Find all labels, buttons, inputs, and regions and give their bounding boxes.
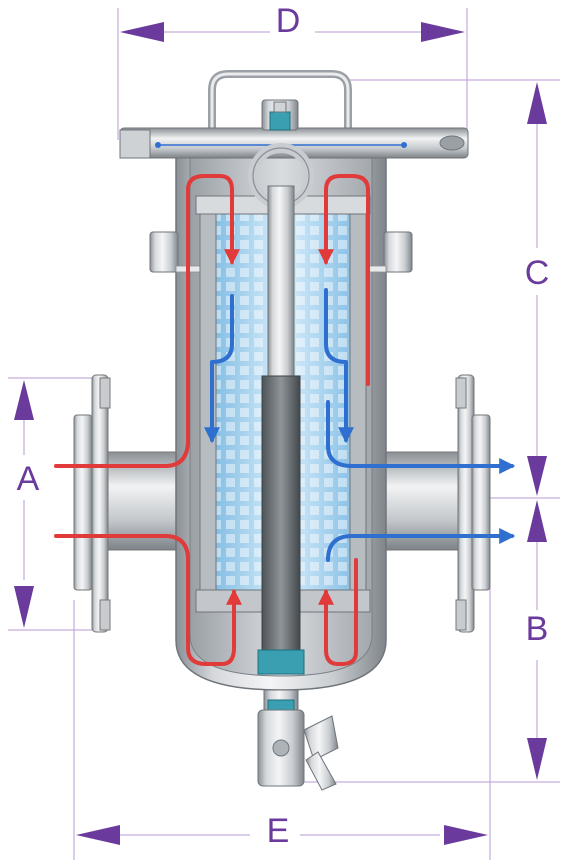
inflow-arrow-right-bottom: [318, 558, 358, 666]
lid: [119, 127, 469, 159]
inflow-arrow-lower: [54, 534, 242, 666]
dimension-label-a: A: [17, 460, 40, 498]
dimension-arrowheads: [14, 22, 547, 845]
lifting-rod: [248, 143, 314, 675]
inflow-arrows: [54, 174, 370, 666]
outflow-arrow-left-down: [204, 294, 234, 444]
inflow-arrow-upper: [54, 174, 240, 468]
outflow-arrow-mid-down: [324, 288, 354, 444]
inflow-arrow-right-top: [318, 174, 370, 386]
lid-handle: [208, 70, 352, 132]
outflow-arrow-right-exit: [326, 400, 516, 474]
vent-valve: [261, 99, 299, 131]
dimension-label-b: B: [526, 610, 549, 648]
dimension-label-d: D: [276, 2, 301, 40]
inlet-pipe: [73, 374, 197, 633]
outflow-arrows: [204, 288, 516, 562]
dimension-label-e: E: [267, 812, 290, 850]
dimension-label-c: C: [525, 254, 550, 292]
outflow-arrow-lower-exit: [326, 528, 516, 562]
dimension-lines: [8, 8, 560, 860]
drain-valve: [257, 689, 339, 791]
